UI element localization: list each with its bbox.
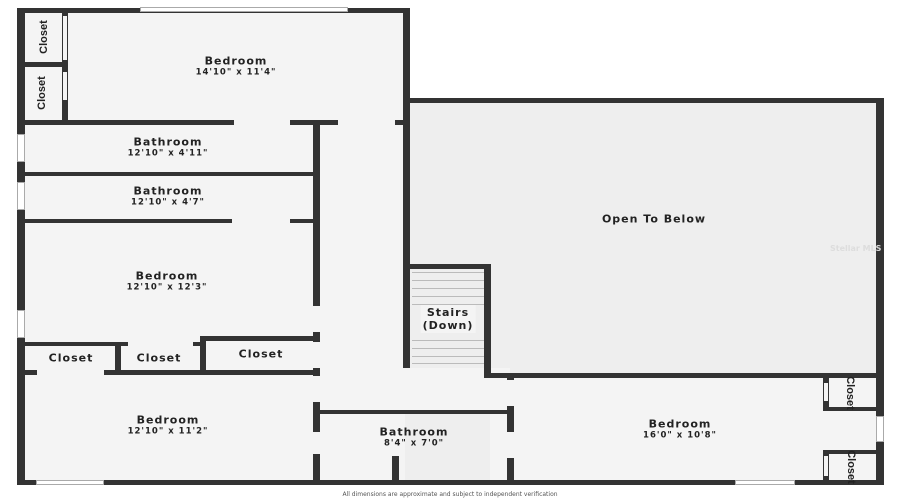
room-name: Bedroom — [204, 54, 268, 68]
room-name: Stairs — [426, 306, 470, 319]
wall — [320, 410, 514, 414]
wall — [392, 456, 399, 482]
door — [37, 370, 104, 375]
wall — [17, 172, 317, 176]
closet-label: Closet — [845, 450, 857, 484]
door — [232, 219, 290, 223]
room-dimensions: 12'10" x 4'11" — [127, 148, 209, 159]
hallway — [320, 125, 405, 415]
watermark: Stellar MLS — [830, 244, 882, 253]
room-name: Bathroom — [379, 425, 449, 439]
room-name: Bedroom — [136, 413, 200, 427]
room-name: Closet — [48, 351, 94, 365]
door — [63, 16, 67, 60]
stairs-label: Stairs(Down) — [420, 305, 476, 333]
window — [876, 416, 884, 442]
wall — [17, 8, 25, 485]
room-name: Bathroom — [133, 135, 203, 149]
room-name: Bathroom — [133, 184, 203, 198]
door — [338, 120, 395, 125]
room-name: Closet — [136, 351, 182, 365]
wall — [405, 98, 884, 103]
wall — [876, 98, 884, 485]
room-name: Bedroom — [648, 417, 712, 431]
window — [735, 480, 795, 485]
closet-label: Closet — [38, 20, 50, 54]
disclaimer-footer: All dimensions are approximate and subje… — [342, 491, 558, 498]
wall — [17, 480, 884, 485]
room-dimensions: 12'10" x 12'3" — [126, 282, 208, 293]
door — [507, 432, 514, 458]
door — [824, 383, 828, 401]
bedroom4-floor — [490, 378, 880, 482]
room-dimensions: 12'10" x 11'2" — [127, 426, 209, 437]
closet-label: Closet — [844, 376, 856, 410]
room-dimensions: 16'0" x 10'8" — [643, 430, 717, 441]
window — [17, 182, 25, 210]
room-dimensions: 14'10" x 11'4" — [195, 67, 277, 78]
wall — [200, 336, 206, 372]
wall — [823, 450, 879, 454]
open-to-below-label: Open To Below — [602, 213, 706, 226]
door — [313, 432, 320, 454]
window — [17, 310, 25, 338]
stairs-direction: (Down) — [422, 319, 474, 332]
door — [128, 342, 193, 346]
wall — [115, 342, 121, 372]
wall — [313, 120, 320, 485]
closet-label: Closet — [49, 352, 94, 365]
room-dimensions: 8'4" x 7'0" — [383, 438, 445, 449]
room-name: Open To Below — [601, 212, 707, 226]
room-name: Closet — [238, 347, 284, 361]
wall — [200, 336, 317, 341]
wall — [17, 342, 200, 346]
door — [234, 120, 290, 125]
door — [313, 376, 320, 402]
wall — [484, 264, 491, 378]
wall — [403, 8, 410, 368]
door — [824, 456, 828, 476]
door — [313, 306, 320, 332]
window — [140, 7, 348, 12]
room-name: Bedroom — [135, 269, 199, 283]
wall — [17, 219, 317, 223]
wall — [17, 370, 317, 375]
wall — [485, 373, 884, 378]
closet-label: Closet — [36, 76, 48, 110]
wall — [507, 378, 514, 485]
window — [17, 134, 25, 162]
door — [313, 342, 320, 368]
room-dimensions: 12'10" x 4'7" — [131, 197, 205, 208]
wall — [17, 120, 410, 125]
window — [36, 480, 104, 485]
wall — [405, 264, 491, 269]
wall — [823, 407, 879, 411]
closet-label: Closet — [239, 348, 284, 361]
door — [63, 72, 67, 100]
wall — [17, 62, 68, 67]
door — [507, 380, 514, 406]
closet-label: Closet — [137, 352, 182, 365]
